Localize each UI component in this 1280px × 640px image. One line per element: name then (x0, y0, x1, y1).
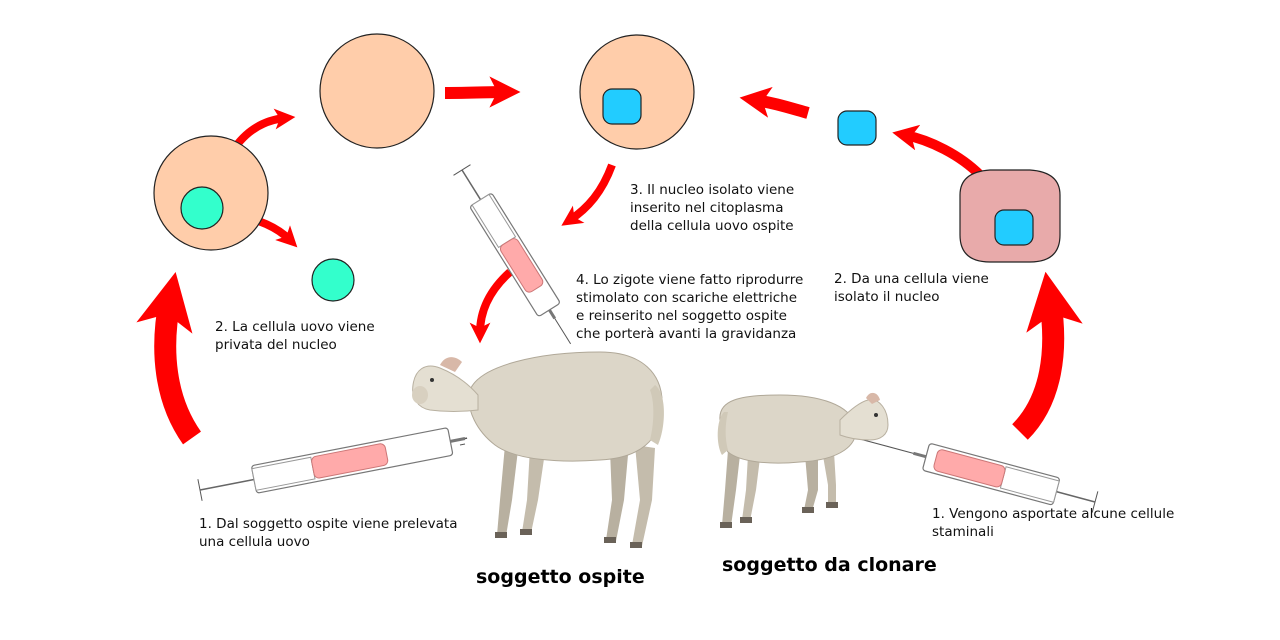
label-line: 2. La cellula uovo viene (215, 319, 375, 335)
curved-arrow-icon (469, 269, 513, 344)
label-line: staminali (932, 524, 994, 540)
label-line: che porterà avanti la gravidanza (576, 326, 797, 342)
removed-nucleus (311, 258, 355, 302)
label-line: una cellula uovo (199, 534, 310, 550)
isolated-nucleus (837, 110, 877, 146)
sheep-icon (412, 351, 664, 548)
step3-label: 3. Il nucleo isolato viene inserito nel … (630, 181, 794, 235)
label-line: 2. Da una cellula viene (834, 271, 989, 287)
curved-arrow-icon (892, 124, 984, 179)
step1-left-label: 1. Dal soggetto ospite viene prelevata u… (199, 515, 457, 551)
label-line: privata del nucleo (215, 337, 337, 353)
label-line: isolato il nucleo (834, 289, 940, 305)
step1-right-label: 1. Vengono asportate alcune cellule stam… (932, 505, 1174, 541)
syringe-icon (453, 164, 572, 345)
clone-subject-label: soggetto da clonare (722, 554, 937, 576)
label-line: stimolato con scariche elettriche (576, 290, 798, 306)
curved-arrow-icon (444, 76, 521, 108)
step2-right-label: 2. Da una cellula viene isolato il nucle… (834, 270, 989, 306)
host-subject-label: soggetto ospite (476, 566, 645, 588)
label-line: 1. Vengono asportate alcune cellule (932, 506, 1175, 522)
curved-arrow-icon (136, 271, 202, 445)
label-line: 3. Il nucleo isolato viene (630, 182, 795, 198)
cells (153, 33, 1061, 302)
curved-arrow-icon (561, 163, 616, 226)
syringe-icon (858, 438, 1099, 513)
label-line: 1. Dal soggetto ospite viene prelevata (199, 516, 458, 532)
syringe-icon (197, 427, 468, 501)
nucleus-icon (180, 186, 224, 230)
label-line: 4. Lo zigote viene fatto riprodurre (576, 272, 804, 288)
label-line: e reinserito nel soggetto ospite (576, 308, 787, 324)
step4-label: 4. Lo zigote viene fatto riprodurre stim… (576, 271, 803, 343)
sheep-icon (717, 392, 889, 528)
curved-arrow-icon (1011, 271, 1083, 440)
step2-left-label: 2. La cellula uovo viene privata del nuc… (215, 318, 375, 354)
curved-arrow-icon (739, 86, 810, 119)
label-line: inserito nel citoplasma (630, 200, 784, 216)
nucleus-icon (994, 209, 1034, 246)
enucleated-egg-cell (319, 33, 435, 149)
label-line: della cellula uovo ospite (630, 218, 794, 234)
nucleus-icon (602, 88, 642, 125)
